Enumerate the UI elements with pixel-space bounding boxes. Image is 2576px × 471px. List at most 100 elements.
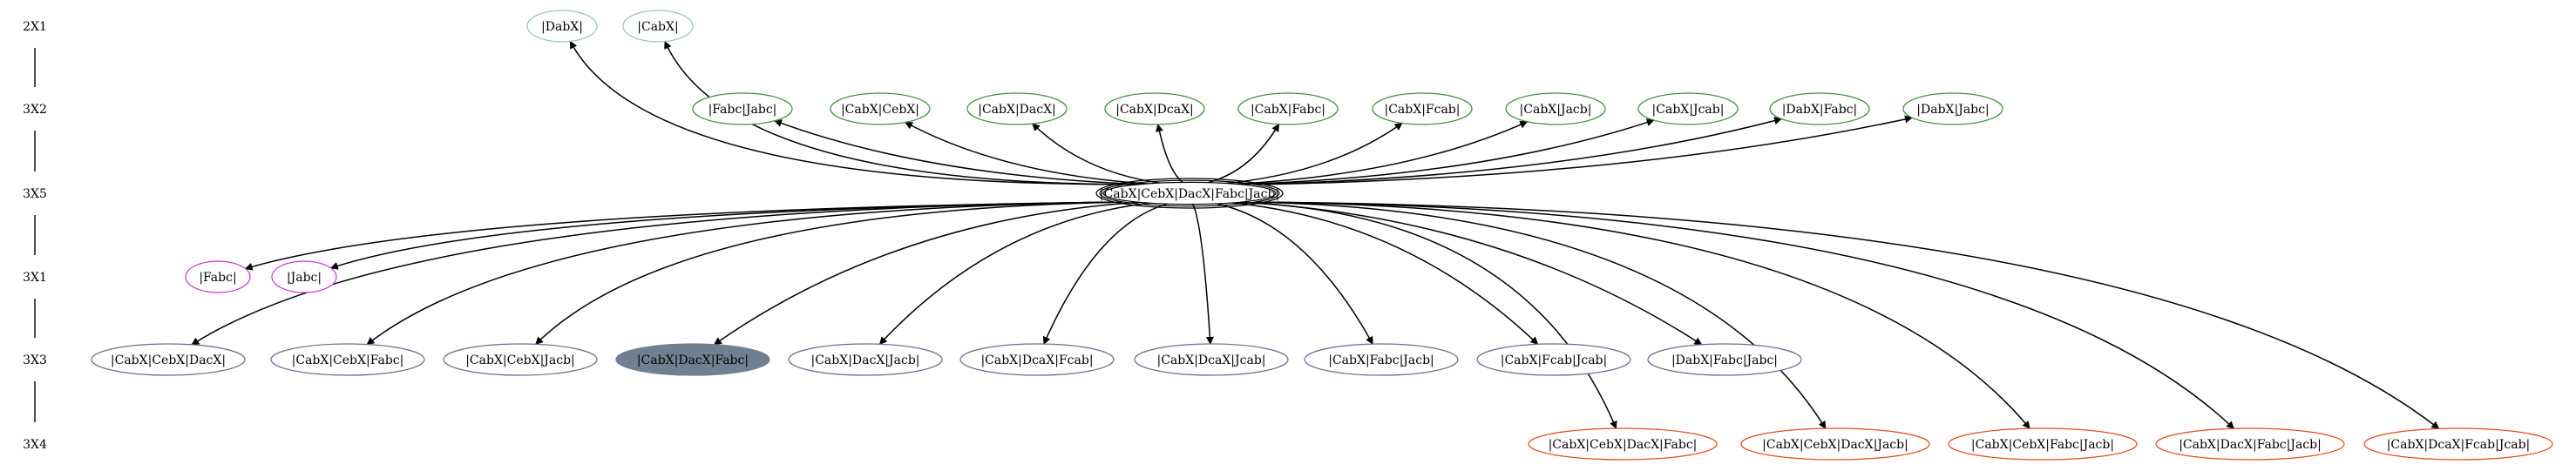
node-label: |CabX|DacX|Jacb|: [811, 353, 920, 367]
node-ellipse: [1902, 92, 2003, 125]
edge-c-b3: [1032, 123, 1173, 185]
edge-c-b7: [1226, 121, 1529, 185]
node-label: |DabX|Fabc|: [1782, 103, 1858, 117]
node-label: |CabX|CebX|Fabc|Jacb|: [1971, 438, 2114, 452]
node-label: |CabX|CebX|DacX|Fabc|Jacb|: [1100, 187, 1279, 201]
node-ellipse: [1505, 92, 1606, 125]
node-label: |CabX|CebX|DacX|: [111, 353, 226, 367]
node-b1[interactable]: |Fabc|Jabc|: [692, 92, 793, 125]
node-label: |DabX|: [541, 20, 583, 34]
node-label: |CabX|Jcab|: [1652, 103, 1725, 117]
node-e3[interactable]: |CabX|CebX|Jacb|: [443, 343, 598, 376]
node-ellipse: [1476, 343, 1631, 376]
rank-label-3x1: 3X1: [23, 271, 47, 285]
node-d2[interactable]: |Jabc|: [271, 260, 337, 293]
node-b7[interactable]: |CabX|Jacb|: [1505, 92, 1606, 125]
node-ellipse: [788, 343, 943, 376]
node-b4[interactable]: |CabX|DcaX|: [1104, 92, 1205, 125]
node-ellipse: [830, 92, 931, 125]
edge-c-e4: [713, 201, 1140, 346]
edge-c-b4: [1156, 124, 1187, 185]
edge-c-b6: [1212, 122, 1403, 185]
node-f4[interactable]: |CabX|DacX|Fabc|Jacb|: [2155, 427, 2345, 461]
node-a1[interactable]: |DabX|: [526, 10, 598, 43]
node-e6[interactable]: |CabX|DcaX|Fcab|: [959, 343, 1115, 376]
node-label: |Jabc|: [287, 271, 322, 285]
edge-c-b5: [1199, 123, 1280, 185]
node-ellipse: [271, 260, 337, 293]
node-ellipse: [1647, 343, 1802, 376]
node-f3[interactable]: |CabX|CebX|Fabc|Jacb|: [1948, 427, 2138, 461]
node-f1[interactable]: |CabX|CebX|DacX|Fabc|: [1528, 427, 1718, 461]
edge-c-b1: [774, 119, 1145, 185]
node-ellipse: [1104, 92, 1205, 125]
node-ellipse: [1528, 427, 1718, 461]
node-ellipse: [1134, 343, 1289, 376]
node-e5[interactable]: |CabX|DacX|Jacb|: [788, 343, 943, 376]
node-f2[interactable]: |CabX|CebX|DacX|Jacb|: [1740, 427, 1930, 461]
node-label: |DabX|Fabc|Jabc|: [1671, 353, 1778, 367]
node-f5[interactable]: |CabX|DcaX|Fcab|Jcab|: [2363, 427, 2553, 461]
node-b9[interactable]: |DabX|Fabc|: [1769, 92, 1870, 125]
node-ellipse: [966, 92, 1068, 125]
node-ellipse: [443, 343, 598, 376]
node-b6[interactable]: |CabX|Fcab|: [1372, 92, 1473, 125]
node-label: |CabX|DacX|Fabc|Jacb|: [2179, 438, 2322, 452]
edge-c-e6: [1042, 201, 1175, 345]
node-e2[interactable]: |CabX|CebX|Fabc|: [270, 343, 425, 376]
node-label: |CabX|Jacb|: [1520, 103, 1592, 117]
node-e9[interactable]: |CabX|Fcab|Jcab|: [1476, 343, 1631, 376]
edge-c-e7: [1190, 201, 1214, 345]
nodes: |CabX|CebX|DacX|Fabc|Jacb| |DabX| |CabX| |F…: [91, 10, 2553, 461]
edge-c-f3: [1268, 201, 2030, 429]
node-e8[interactable]: |CabX|Fabc|Jacb|: [1304, 343, 1459, 376]
node-label: |CabX|DcaX|Jcab|: [1157, 353, 1266, 367]
edge-c-b2: [905, 121, 1159, 185]
node-ellipse: [1637, 92, 1739, 125]
edge-c-e3: [535, 201, 1122, 346]
node-d1[interactable]: |Fabc|: [185, 260, 251, 293]
node-center[interactable]: |CabX|CebX|DacX|Fabc|Jacb|: [1095, 178, 1284, 209]
node-ellipse: [1304, 343, 1459, 376]
node-b2[interactable]: |CabX|CebX|: [830, 92, 931, 125]
edge-c-e9: [1226, 201, 1539, 346]
node-e4[interactable]: |CabX|DacX|Fabc|: [615, 343, 770, 376]
node-label: |Fabc|Jabc|: [708, 103, 777, 117]
node-b3[interactable]: |CabX|DacX|: [966, 92, 1068, 125]
node-e1[interactable]: |CabX|CebX|DacX|: [91, 343, 246, 376]
edge-c-b10: [1266, 115, 1913, 185]
node-b10[interactable]: |DabX|Jabc|: [1902, 92, 2003, 125]
rank-label-2x1: 2X1: [23, 20, 47, 34]
node-ellipse: [622, 10, 694, 43]
node-e10[interactable]: |DabX|Fabc|Jabc|: [1647, 343, 1802, 376]
edge-c-d2: [329, 201, 1111, 270]
edge-c-a1: [569, 40, 1127, 185]
node-ellipse: [1237, 92, 1339, 125]
node-a2[interactable]: |CabX|: [622, 10, 694, 43]
rank-label-3x3: 3X3: [23, 353, 47, 367]
node-label: |CabX|CebX|DacX|Fabc|: [1549, 438, 1698, 452]
edge-c-e2: [366, 201, 1111, 346]
rank-label-3x2: 3X2: [23, 103, 47, 117]
node-ellipse: [526, 10, 598, 43]
node-ellipse: [1948, 427, 2138, 461]
node-label: |CabX|Fcab|: [1384, 103, 1460, 117]
node-b5[interactable]: |CabX|Fabc|: [1237, 92, 1339, 125]
node-e7[interactable]: |CabX|DcaX|Jcab|: [1134, 343, 1289, 376]
edge-c-e1: [191, 201, 1111, 346]
node-ellipse: [91, 343, 246, 376]
node-label: |CabX|Fabc|Jacb|: [1328, 353, 1434, 367]
node-ellipse: [1769, 92, 1870, 125]
node-label: |CabX|: [637, 20, 678, 34]
node-label: |CabX|DcaX|: [1115, 103, 1194, 117]
node-label: |CabX|Fabc|: [1251, 103, 1325, 117]
edge-c-b8: [1239, 118, 1655, 185]
node-label: |CabX|CebX|Jacb|: [465, 353, 575, 367]
node-label: |CabX|CebX|DacX|Jacb|: [1762, 438, 1908, 452]
edges: [191, 40, 2440, 429]
node-label: |Fabc|: [199, 271, 236, 285]
node-b8[interactable]: |CabX|Jcab|: [1637, 92, 1739, 125]
node-ellipse: [2155, 427, 2345, 461]
